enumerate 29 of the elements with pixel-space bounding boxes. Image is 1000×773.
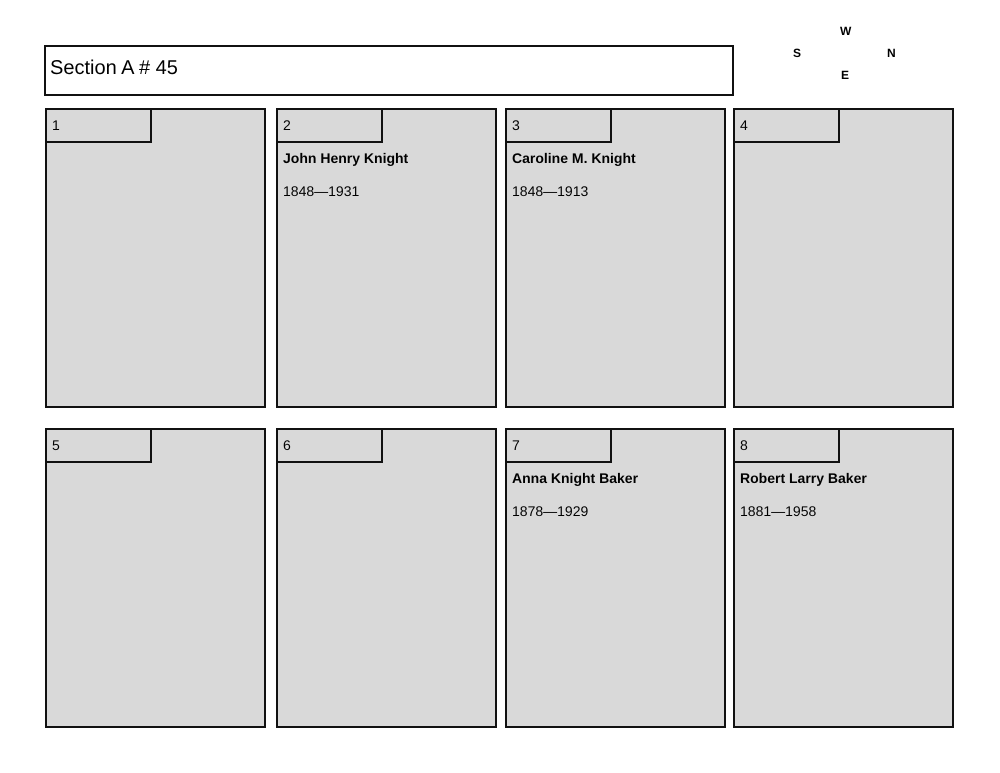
person-name: Robert Larry Baker (740, 470, 867, 486)
life-dates: 1881—1958 (740, 503, 816, 519)
compass-letter: S (793, 46, 802, 60)
compass-letter: W (840, 24, 852, 38)
plot-number-tab: 4 (735, 110, 840, 143)
grave-plot-box (45, 428, 266, 728)
plot-number-tab: 1 (47, 110, 152, 143)
plot-number-tab: 7 (507, 430, 612, 463)
life-dates: 1848—1913 (512, 183, 588, 199)
person-name: Caroline M. Knight (512, 150, 636, 166)
compass-letter: E (841, 68, 850, 82)
grave-plot-box (733, 428, 954, 728)
grave-plot-box (45, 108, 266, 408)
plot-number-tab: 8 (735, 430, 840, 463)
plot-number-tab: 6 (278, 430, 383, 463)
plot-number-tab: 3 (507, 110, 612, 143)
grave-plot-box (733, 108, 954, 408)
section-title-box: Section A # 45 (44, 45, 734, 96)
person-name: John Henry Knight (283, 150, 408, 166)
life-dates: 1848—1931 (283, 183, 360, 199)
compass-letter: N (887, 46, 896, 60)
plot-number-tab: 2 (278, 110, 383, 143)
grave-plot-box (505, 108, 726, 408)
grave-plot-box (276, 108, 497, 408)
grave-plot-box (276, 428, 497, 728)
grave-plot-box (505, 428, 726, 728)
plot-number-tab: 5 (47, 430, 152, 463)
life-dates: 1878—1929 (512, 503, 588, 519)
person-name: Anna Knight Baker (512, 470, 638, 486)
